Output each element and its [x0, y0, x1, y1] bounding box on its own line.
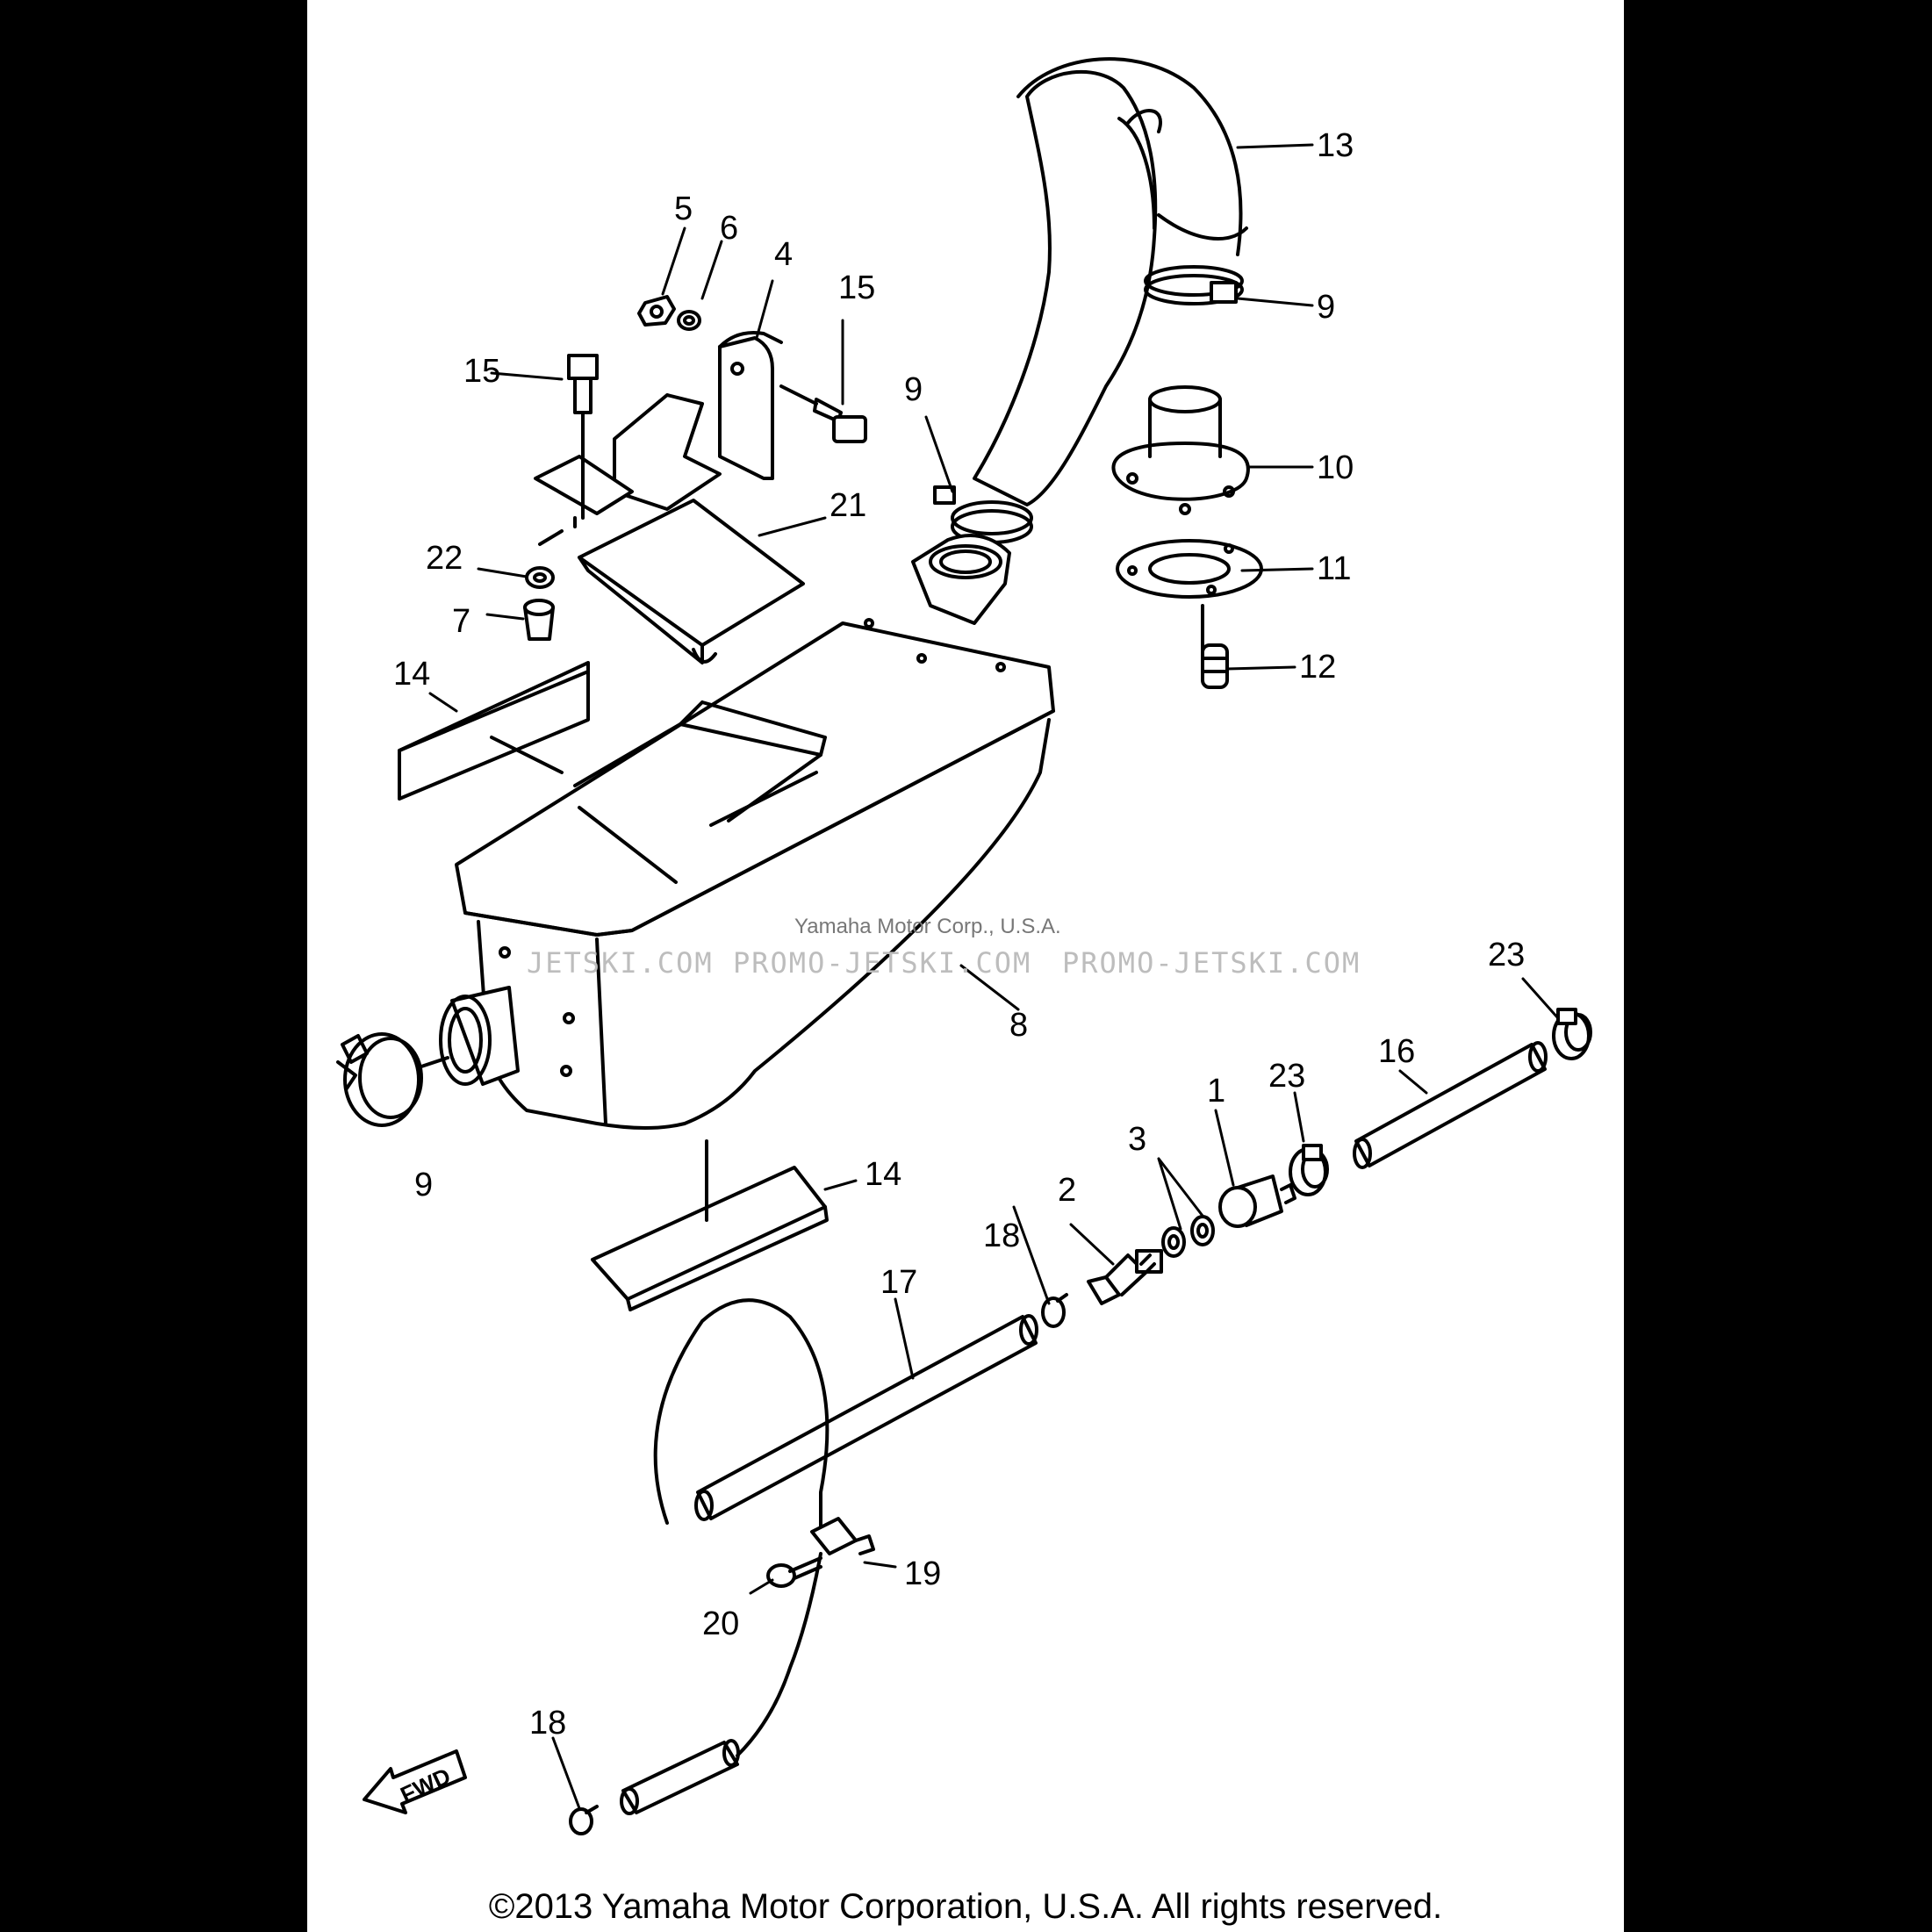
callout-8: 8 [1009, 1007, 1028, 1044]
part-15-bolt-left [567, 354, 599, 520]
part-9-hose-clamp-left [336, 1032, 449, 1127]
callout-22: 22 [426, 540, 463, 577]
callout-21: 21 [830, 487, 866, 524]
callout-7: 7 [452, 603, 470, 640]
diagram-sheet [307, 0, 1624, 1932]
leader-line [490, 736, 564, 774]
callout-23-right: 23 [1488, 937, 1525, 973]
part-12-nipple [1201, 604, 1229, 689]
part-7-bushing [523, 599, 555, 641]
callout-9-top: 9 [1317, 289, 1335, 326]
watermark-right: PROMO-JETSKI.COM [1062, 946, 1361, 980]
part-20-screw [766, 1556, 822, 1588]
callout-17: 17 [880, 1264, 917, 1301]
part-6-washer [677, 310, 701, 331]
callout-14-bottom: 14 [865, 1156, 901, 1193]
leader-line [736, 1552, 822, 1757]
callout-23-middle: 23 [1268, 1058, 1305, 1095]
callout-18-lower: 18 [529, 1705, 566, 1742]
copyright-notice: ©2013 Yamaha Motor Corporation, U.S.A. A… [488, 1887, 1443, 1926]
part-13-exhaust-hose [973, 57, 1248, 506]
part-3-washers [1161, 1215, 1215, 1258]
callout-2: 2 [1058, 1172, 1076, 1209]
callout-9-left: 9 [414, 1167, 433, 1203]
part-21-cover-plate [578, 499, 805, 664]
callout-numbers: 13 9 5 6 4 15 15 9 10 21 11 22 7 12 14 2… [393, 127, 1525, 1742]
part-15-bolt-right [779, 384, 867, 443]
part-9-hose-clamp-top [1144, 265, 1244, 305]
watermark-left: JETSKI.COM [527, 946, 714, 980]
callout-16: 16 [1378, 1033, 1415, 1070]
callout-14-top: 14 [393, 656, 430, 693]
part-11-gasket [1116, 539, 1263, 599]
callout-10: 10 [1317, 449, 1354, 486]
part-23-clamp-right [1552, 1008, 1592, 1060]
part-19-clamp [810, 1517, 875, 1555]
watermark: JETSKI.COM PROMO-JETSKI.COM PROMO-JETSKI… [527, 915, 1361, 980]
part-5-nut [637, 295, 676, 327]
part-16-hose [1353, 1041, 1548, 1169]
callout-5: 5 [674, 190, 693, 227]
callout-19: 19 [904, 1555, 941, 1592]
callout-3: 3 [1128, 1121, 1146, 1158]
part-22-grommet [525, 566, 555, 589]
part-10-exhaust-joint [1111, 385, 1250, 515]
part-14-pad-top [398, 661, 590, 801]
callout-13: 13 [1317, 127, 1354, 164]
callout-15-right: 15 [838, 269, 875, 306]
part-18-clip-lower [569, 1805, 599, 1835]
callout-18-upper: 18 [983, 1217, 1020, 1254]
part-18-clip-upper [1041, 1293, 1068, 1328]
callout-11: 11 [1317, 550, 1351, 587]
callout-20: 20 [702, 1605, 739, 1642]
part-2-fitting [1087, 1249, 1163, 1305]
callout-4: 4 [774, 236, 793, 273]
callout-6: 6 [720, 210, 738, 247]
leader-line [538, 516, 577, 546]
callout-9-middle: 9 [904, 371, 923, 408]
fwd-arrow [363, 1749, 467, 1814]
callout-12: 12 [1299, 649, 1336, 686]
watermark-overlay: Yamaha Motor Corp., U.S.A. [794, 915, 1061, 938]
part-hose-bottom [620, 1739, 740, 1815]
part-23-clamp-middle [1289, 1144, 1329, 1196]
callout-leaders [428, 143, 1560, 1810]
part-8-water-box [439, 534, 1055, 1130]
callout-15-left: 15 [463, 353, 500, 390]
watermark-middle: PROMO-JETSKI.COM [733, 946, 1031, 980]
part-1-nut-fitting [1218, 1174, 1296, 1228]
part-14-pad-bottom [591, 1166, 829, 1311]
part-17-hose [653, 1298, 1038, 1533]
callout-1: 1 [1207, 1073, 1225, 1110]
